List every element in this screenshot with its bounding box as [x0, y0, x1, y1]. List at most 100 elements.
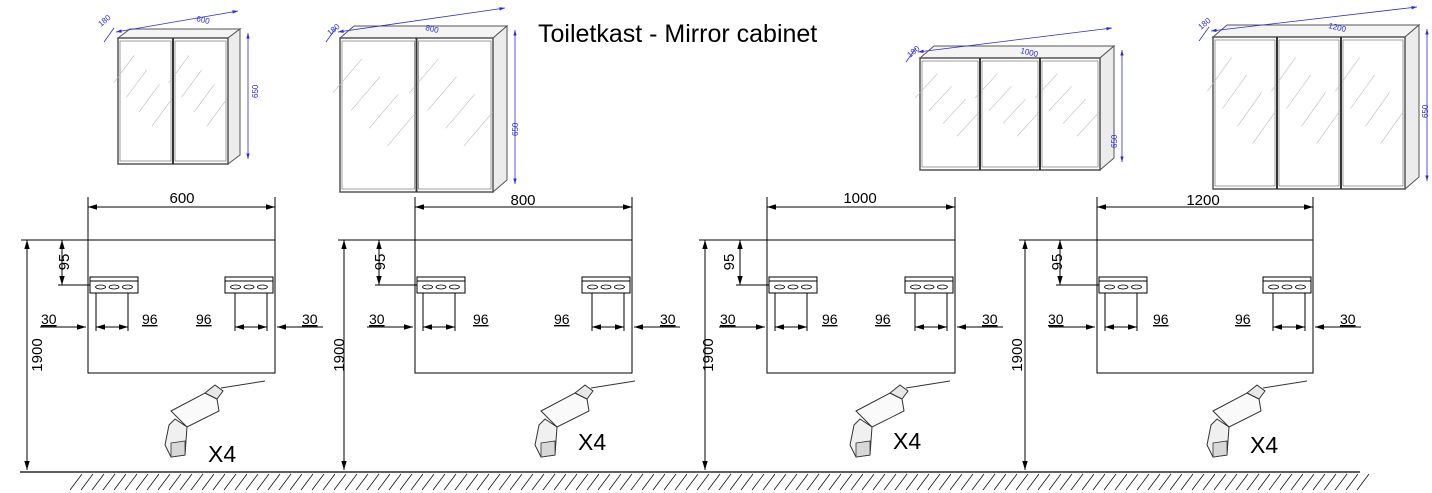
rail-hole [435, 284, 447, 290]
floor-line [20, 471, 1370, 491]
mirror-door [341, 40, 415, 190]
drill-chuck [889, 384, 909, 400]
mirror-door [1214, 39, 1276, 187]
glass-hatch [974, 73, 998, 99]
floor-height-label: 1900 [1009, 338, 1026, 371]
rail-hole [801, 284, 812, 290]
glass-hatch [193, 84, 215, 112]
right-edge-label: 30 [302, 311, 318, 327]
floor-hatch [1015, 473, 1029, 491]
cabinet-front-frame [919, 57, 1101, 171]
floor-hatch [1191, 473, 1205, 491]
cabinet-height-label: 650 [251, 84, 260, 98]
floor-hatch [289, 473, 303, 491]
floor-hatch [564, 473, 578, 491]
drill-icon [1206, 380, 1308, 458]
floor-hatch [1114, 473, 1128, 491]
drill-count-label: X4 [208, 441, 236, 467]
rail-hole [910, 284, 921, 290]
floor-hatch [630, 473, 644, 491]
cabinet-front-frame [1212, 36, 1406, 190]
floor-hatch [234, 473, 248, 491]
glass-hatch [1350, 74, 1375, 109]
left-hole-label: 96 [142, 311, 158, 327]
drill-count-label: X4 [578, 429, 606, 455]
glass-hatch [151, 98, 173, 127]
glass-hatch [445, 94, 475, 129]
right-hole-label: 96 [196, 311, 212, 327]
glass-hatch [181, 69, 203, 98]
floor-hatch [597, 473, 611, 491]
rail-hole [937, 284, 948, 290]
floor-hatch [696, 473, 710, 491]
drill-body [540, 392, 590, 428]
glass-hatch [113, 55, 135, 84]
floor-hatch [454, 473, 468, 491]
mirror-door [174, 40, 227, 162]
floor-hatch [102, 473, 116, 491]
cabinet-drawing: 1000 180 650 [906, 27, 1124, 172]
glass-hatch [988, 86, 1012, 112]
rail-hole [600, 284, 612, 290]
left-hole-label: 96 [1153, 311, 1169, 327]
cabinet-drawing: 600 180 650 [97, 10, 260, 165]
floor-hatch [828, 473, 842, 491]
floor-hatch [1235, 473, 1249, 491]
floor-hatch [729, 473, 743, 491]
rail-hole [1281, 284, 1293, 290]
drill-chuck [1246, 384, 1266, 400]
floor-hatch [762, 473, 776, 491]
glass-hatch [1034, 73, 1058, 99]
floor-hatch [1257, 473, 1271, 491]
glass-hatch [332, 58, 363, 93]
floor-hatch [1026, 473, 1040, 491]
cabinet-width-label: 600 [196, 14, 212, 26]
rail-hole [1295, 284, 1306, 290]
drill-icon [849, 380, 951, 458]
drill-body [1212, 392, 1262, 428]
floor-height-label: 1900 [331, 338, 348, 371]
drill-count-label: X4 [893, 428, 921, 454]
mirror-door [1342, 39, 1404, 187]
drill-chuck [574, 384, 594, 400]
floor-hatch [1334, 473, 1348, 491]
rail-hole [1117, 284, 1129, 290]
floor-hatch [509, 473, 523, 491]
floor-hatch [861, 473, 875, 491]
floor-hatch [355, 473, 369, 491]
glass-hatch [942, 98, 966, 124]
floor-hatch [223, 473, 237, 491]
width-dimension-label: 1200 [1186, 192, 1219, 209]
floor-hatch [421, 473, 435, 491]
layout-lines [1019, 197, 1361, 470]
drill-battery [855, 440, 871, 458]
floor-hatch [1158, 473, 1172, 491]
cabinet-height-label: 650 [511, 122, 520, 136]
drill-count-label: X4 [1250, 432, 1278, 458]
floor-hatch [1180, 473, 1194, 491]
floor-hatch [707, 473, 721, 491]
width-guide [115, 10, 239, 33]
glass-hatch [1335, 57, 1360, 92]
cabinet-top-face [116, 28, 242, 39]
hanging-rail [1098, 276, 1148, 294]
rail-hole [95, 284, 106, 290]
rail-hole [923, 284, 935, 290]
glass-hatch [1365, 92, 1390, 127]
floor-hatch [399, 473, 413, 491]
floor-hatch [773, 473, 787, 491]
floor-hatch [850, 473, 864, 491]
cabinet-side-face [492, 24, 508, 194]
floor-hatch [883, 473, 897, 491]
right-edge-label: 30 [1340, 311, 1356, 327]
glass-hatch [928, 86, 952, 112]
floor-hatch [1279, 473, 1293, 491]
glass-hatch [1076, 111, 1100, 137]
floor-hatch [179, 473, 193, 491]
cabinet-height-label: 650 [1421, 104, 1430, 118]
drill-bit [905, 380, 951, 389]
floor-hatch [190, 473, 204, 491]
rail-hole [108, 284, 120, 290]
floor-hatch [311, 473, 325, 491]
width-guide [917, 27, 1113, 53]
